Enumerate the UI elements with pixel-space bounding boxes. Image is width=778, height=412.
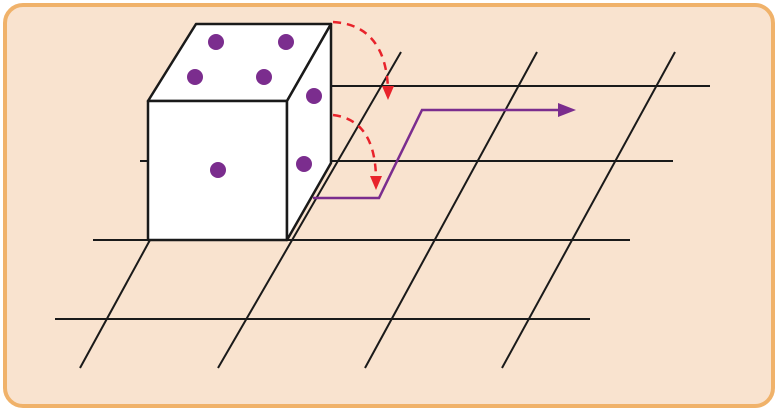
roll-arrow-bottom-head: [370, 176, 382, 190]
grid-line-s3: [364, 51, 538, 369]
grid-line-s1: [79, 239, 151, 369]
roll-arrows: [332, 20, 394, 190]
pip: [187, 69, 203, 85]
die-pips: [187, 34, 322, 178]
pip: [306, 88, 322, 104]
grid-line-s4: [501, 51, 676, 369]
die-right-face: [285, 22, 333, 242]
pip: [278, 34, 294, 50]
roll-arrow-top-head: [382, 86, 394, 100]
grid-slanted-lines: [79, 51, 676, 369]
background-panel: [3, 3, 775, 408]
roll-arrow-top: [332, 20, 390, 89]
path-arrow-line: [313, 108, 560, 200]
roll-arrow-bottom: [332, 113, 378, 179]
path-arrow: [313, 103, 576, 200]
pip: [256, 69, 272, 85]
die-cube: [146, 22, 333, 242]
path-arrow-head: [558, 103, 576, 117]
grid-line-s2: [217, 51, 402, 369]
pip: [296, 156, 312, 172]
pip: [208, 34, 224, 50]
pip: [210, 162, 226, 178]
